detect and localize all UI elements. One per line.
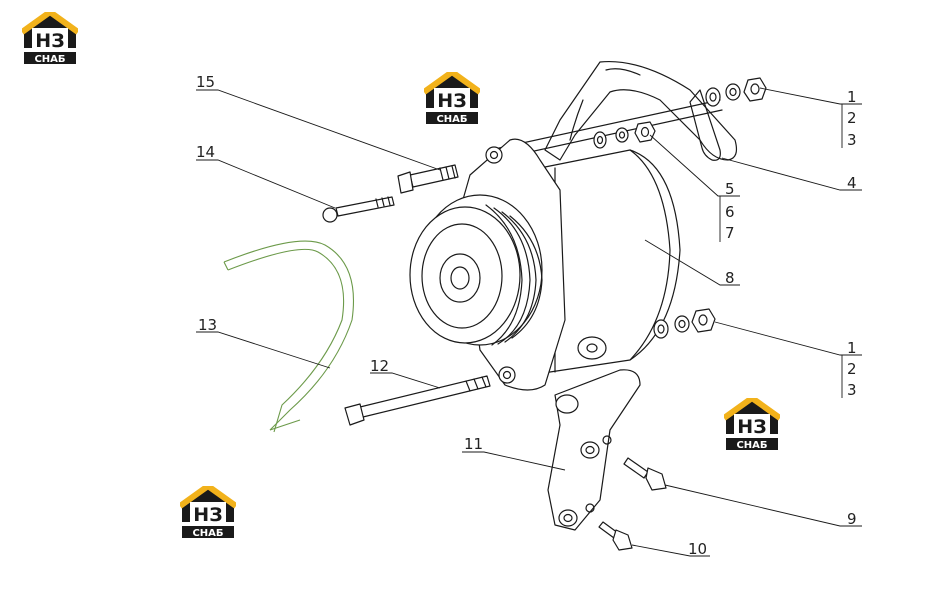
callout-15: 15 (196, 73, 215, 91)
svg-text:НЗ: НЗ (193, 504, 222, 526)
bolt-12 (344, 375, 491, 426)
lower-washer-nut-set (653, 308, 716, 339)
middle-washer-nut-set (593, 121, 656, 149)
callout-8: 8 (725, 269, 735, 287)
bolt-9 (623, 457, 667, 491)
callout-10: 10 (688, 540, 707, 558)
brand-logo-right: НЗ СНАБ (724, 398, 780, 452)
svg-text:СНАБ: СНАБ (436, 114, 467, 125)
callout-1-bottom: 1 (847, 339, 857, 357)
callout-11: 11 (464, 435, 483, 453)
svg-text:НЗ: НЗ (737, 416, 766, 438)
bolt-14 (322, 196, 395, 223)
svg-text:СНАБ: СНАБ (34, 54, 65, 65)
bolt-15 (397, 164, 459, 194)
callout-1-top: 1 (847, 88, 857, 106)
lower-bracket (547, 369, 641, 531)
callout-4: 4 (847, 174, 857, 192)
callout-2-bottom: 2 (847, 360, 857, 378)
callout-3-bottom: 3 (847, 381, 857, 399)
brand-logo-top-left: НЗ СНАБ (22, 12, 78, 66)
callout-12: 12 (370, 357, 389, 375)
callout-7: 7 (725, 224, 735, 242)
callout-labels: 15 14 13 12 11 1 2 3 4 5 6 7 8 1 2 3 9 1… (196, 73, 857, 558)
callout-9: 9 (847, 510, 857, 528)
brand-logo-top-center: НЗ СНАБ (424, 72, 480, 126)
svg-text:СНАБ: СНАБ (192, 528, 223, 539)
callout-14: 14 (196, 143, 215, 161)
top-washer-nut-set (705, 77, 767, 107)
svg-text:СНАБ: СНАБ (736, 440, 767, 451)
callout-13: 13 (198, 316, 217, 334)
callout-6: 6 (725, 203, 735, 221)
drive-belt (223, 240, 355, 433)
svg-text:НЗ: НЗ (35, 30, 64, 52)
bolt-10 (598, 521, 633, 551)
pulley (409, 194, 543, 346)
leader-lines (196, 87, 862, 557)
svg-text:НЗ: НЗ (437, 90, 466, 112)
callout-5: 5 (725, 180, 735, 198)
adjusting-bracket (544, 60, 738, 161)
callout-3-top: 3 (847, 131, 857, 149)
brand-logo-bottom-left: НЗ СНАБ (180, 486, 236, 540)
lower-mount-lug (577, 336, 607, 360)
callout-2-top: 2 (847, 109, 857, 127)
